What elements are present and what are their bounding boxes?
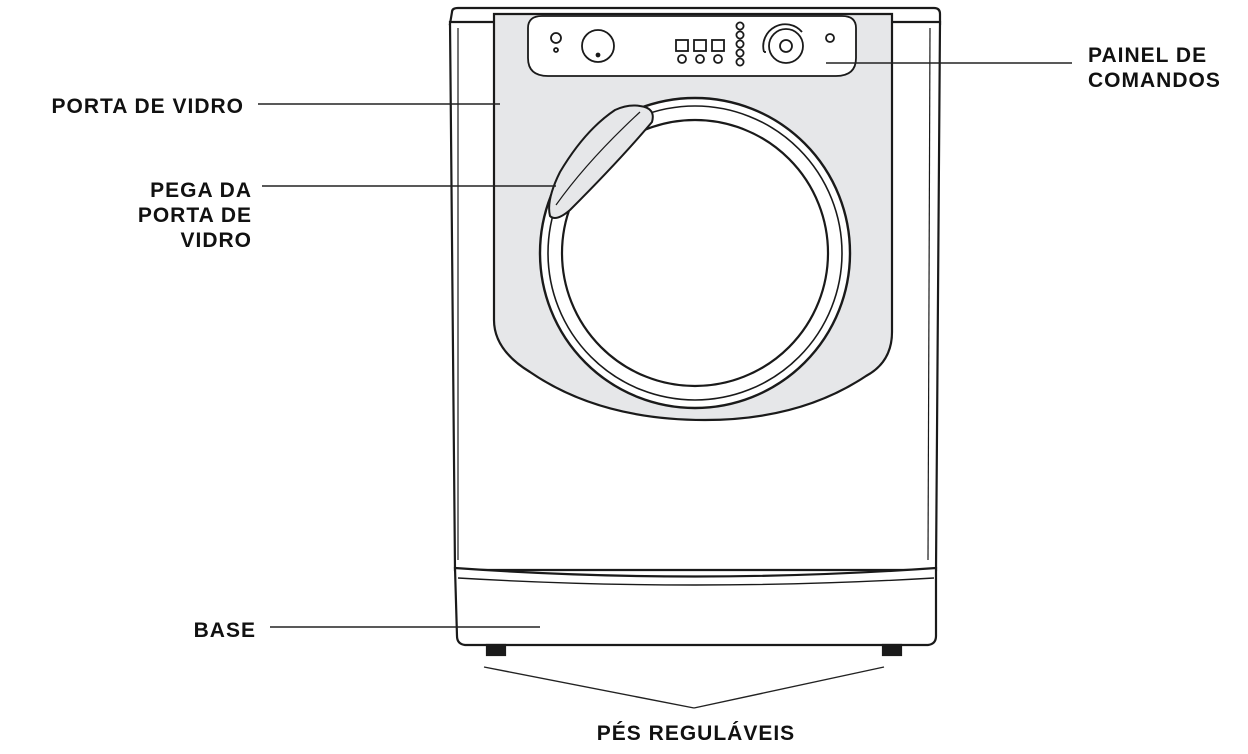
label-control-panel-line-2: COMANDOS (1088, 69, 1221, 92)
leader-lines (258, 62, 1072, 709)
label-adjustable-feet: PÉS REGULÁVEIS (596, 722, 796, 745)
label-door-handle: PEGA DA PORTA DE VIDRO (40, 178, 252, 253)
leader-foot-right (693, 666, 885, 709)
base-plinth (453, 566, 938, 647)
timer-knob-icon[interactable] (581, 29, 615, 63)
option-button-2[interactable] (693, 39, 707, 52)
label-control-panel: PAINEL DE COMANDOS (1088, 43, 1221, 93)
option-button-3[interactable] (711, 39, 725, 52)
option-button-1[interactable] (675, 39, 689, 52)
glass-door[interactable] (538, 96, 852, 410)
label-glass-door: PORTA DE VIDRO (51, 95, 244, 118)
label-door-handle-line-1: PEGA DA (150, 179, 252, 202)
label-control-panel-line-1: PAINEL DE (1088, 44, 1208, 67)
label-base: BASE (193, 619, 256, 642)
foot-left (485, 643, 507, 657)
control-panel (527, 15, 857, 77)
label-door-handle-line-3: VIDRO (180, 229, 252, 252)
label-door-handle-line-2: PORTA DE (137, 204, 252, 227)
foot-right (881, 643, 903, 657)
leader-foot-left (483, 666, 695, 709)
door-handle[interactable] (548, 104, 654, 219)
power-button-icon[interactable] (550, 32, 562, 44)
